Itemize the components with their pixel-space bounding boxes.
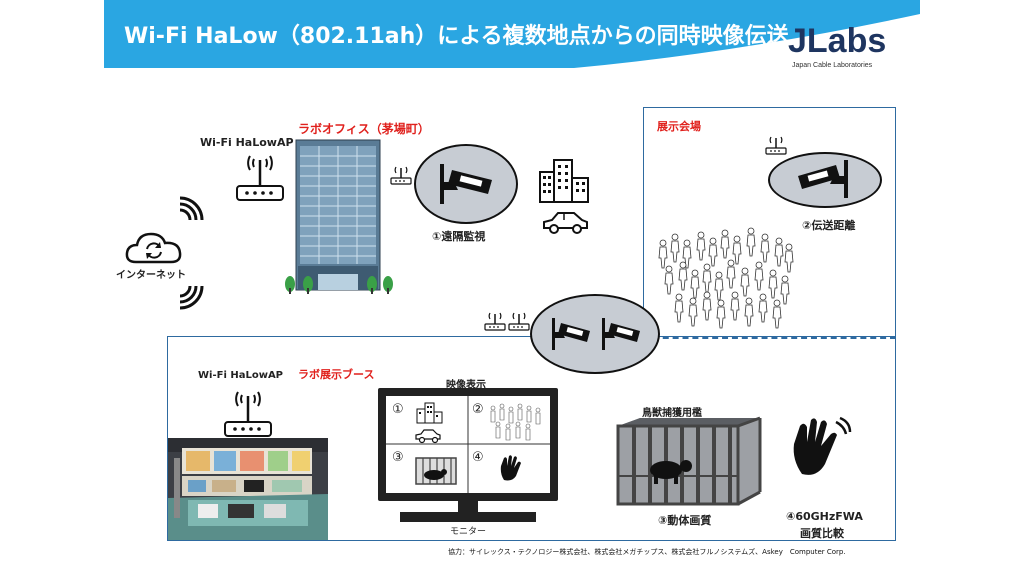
booth-label: ラボ展示ブース — [298, 368, 375, 381]
crowd-icon — [490, 403, 541, 441]
wifi-ap-icon — [484, 312, 506, 331]
venue-label: 展示会場 — [657, 120, 701, 133]
monitor-label: モニター — [450, 527, 487, 537]
building-icon — [285, 139, 393, 294]
screen-quadrant-1-label: ① — [392, 402, 404, 417]
wifi-ap-icon — [765, 136, 787, 155]
booth-ap-label: Wi-Fi HaLowAP — [198, 370, 284, 381]
car-icon — [543, 212, 588, 234]
crowd-icon — [658, 227, 794, 329]
city-icon — [416, 402, 443, 424]
credits-footer: 協力：サイレックス・テクノロジー株式会社、株式会社メガチップス、株式会社フルノシ… — [448, 548, 846, 556]
signal-waves-icon — [179, 196, 204, 221]
camera-venue — [768, 152, 882, 208]
dashed-divider — [643, 337, 896, 339]
jlabs-logo: JLabs — [788, 22, 887, 60]
cage-icon — [415, 457, 457, 485]
screen-quadrant-3-label: ③ — [392, 450, 404, 465]
security-camera-icon — [798, 160, 848, 198]
logo-subtitle: Japan Cable Laboratories — [792, 62, 873, 69]
wifi-ap-icon — [236, 155, 284, 201]
cage-icon — [616, 416, 762, 506]
transmission-distance-label: ②伝送距離 — [802, 219, 856, 232]
screen-quadrant-4-label: ④ — [472, 450, 484, 465]
monitor-grid — [386, 396, 550, 493]
booth-photo — [168, 438, 328, 540]
screen-quadrant-2-label: ② — [472, 402, 484, 417]
wifi-ap-icon — [508, 312, 530, 331]
venue-frame — [643, 107, 896, 337]
monitor-stand — [400, 500, 536, 522]
ap-top-label: Wi-Fi HaLowAP — [200, 136, 294, 149]
hand-wave-icon — [500, 455, 521, 481]
wifi-ap-icon — [224, 391, 272, 437]
lab-office-label: ラボオフィス（茅場町） — [298, 122, 430, 136]
fwa-label-line1: ④60GHzFWA — [786, 510, 863, 523]
cloud-sync-icon — [125, 232, 182, 264]
internet-label: インターネット — [116, 270, 186, 281]
car-icon — [415, 429, 441, 444]
wifi-ap-icon — [390, 166, 412, 185]
remote-monitoring-label: ①遠隔監視 — [432, 230, 486, 243]
trap-cage-label: 鳥獣捕獲用檻 — [642, 408, 702, 419]
security-camera-icon — [602, 318, 640, 350]
header-banner — [104, 0, 920, 68]
security-camera-icon — [552, 318, 590, 350]
security-camera-icon — [440, 164, 492, 204]
city-icon — [539, 159, 589, 203]
fwa-label-line2: 画質比較 — [800, 527, 844, 540]
video-display-label: 映像表示 — [446, 380, 486, 391]
moving-quality-label: ③動体画質 — [658, 514, 712, 527]
page-title: Wi-Fi HaLow（802.11ah）による複数地点からの同時映像伝送 — [124, 24, 789, 49]
hand-wave-icon — [793, 416, 852, 475]
signal-waves-icon — [179, 285, 204, 310]
